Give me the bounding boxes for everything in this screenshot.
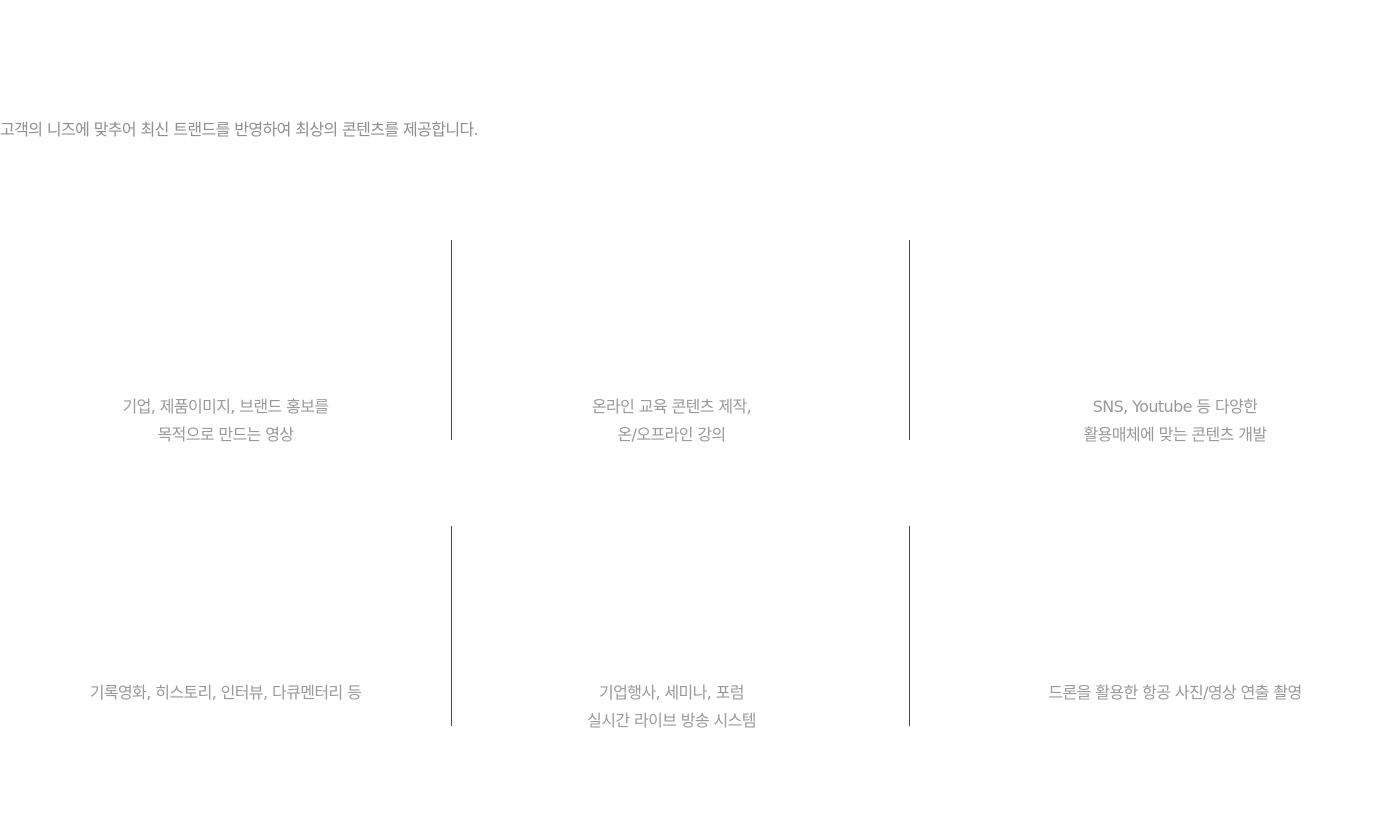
- service-item-live-broadcast: 기업행사, 세미나, 포럼 실시간 라이브 방송 시스템: [451, 526, 909, 730]
- service-item-drone-filming: 드론을 활용한 항공 사진/영상 연출 촬영: [909, 526, 1400, 726]
- service-description: 기업행사, 세미나, 포럼 실시간 라이브 방송 시스템: [443, 679, 900, 735]
- service-line: 기업행사, 세미나, 포럼: [598, 683, 745, 702]
- service-item-corporate-promo: 기업, 제품이미지, 브랜드 홍보를 목적으로 만드는 영상: [0, 240, 451, 444]
- intro-text: 고객의 니즈에 맞추어 최신 트랜드를 반영하여 최상의 콘텐츠를 제공합니다.: [0, 120, 479, 139]
- service-item-sns-content: SNS, Youtube 등 다양한 활용매체에 맞는 콘텐츠 개발: [909, 240, 1400, 444]
- service-line: 온/오프라인 강의: [617, 425, 726, 444]
- service-line: 목적으로 만드는 영상: [157, 425, 294, 444]
- service-item-documentary: 기록영화, 히스토리, 인터뷰, 다큐멘터리 등: [0, 526, 451, 726]
- service-description: 기록영화, 히스토리, 인터뷰, 다큐멘터리 등: [0, 679, 451, 707]
- service-line: 활용매체에 맞는 콘텐츠 개발: [1083, 425, 1268, 444]
- service-line: 실시간 라이브 방송 시스템: [587, 711, 756, 730]
- service-line: 드론을 활용한 항공 사진/영상 연출 촬영: [1048, 683, 1302, 702]
- service-description: 온라인 교육 콘텐츠 제작, 온/오프라인 강의: [443, 393, 900, 449]
- service-description: 기업, 제품이미지, 브랜드 홍보를 목적으로 만드는 영상: [0, 393, 451, 449]
- service-line: 기업, 제품이미지, 브랜드 홍보를: [122, 397, 330, 416]
- services-row: 기록영화, 히스토리, 인터뷰, 다큐멘터리 등 기업행사, 세미나, 포럼 실…: [0, 526, 1400, 730]
- service-line: 온라인 교육 콘텐츠 제작,: [591, 397, 752, 416]
- service-description: SNS, Youtube 등 다양한 활용매체에 맞는 콘텐츠 개발: [930, 393, 1400, 449]
- services-row: 기업, 제품이미지, 브랜드 홍보를 목적으로 만드는 영상 온라인 교육 콘텐…: [0, 240, 1400, 444]
- service-line: 기록영화, 히스토리, 인터뷰, 다큐멘터리 등: [89, 683, 362, 702]
- service-item-online-education: 온라인 교육 콘텐츠 제작, 온/오프라인 강의: [451, 240, 909, 444]
- service-description: 드론을 활용한 항공 사진/영상 연출 촬영: [930, 679, 1400, 707]
- service-line: SNS, Youtube 등 다양한: [1092, 397, 1258, 416]
